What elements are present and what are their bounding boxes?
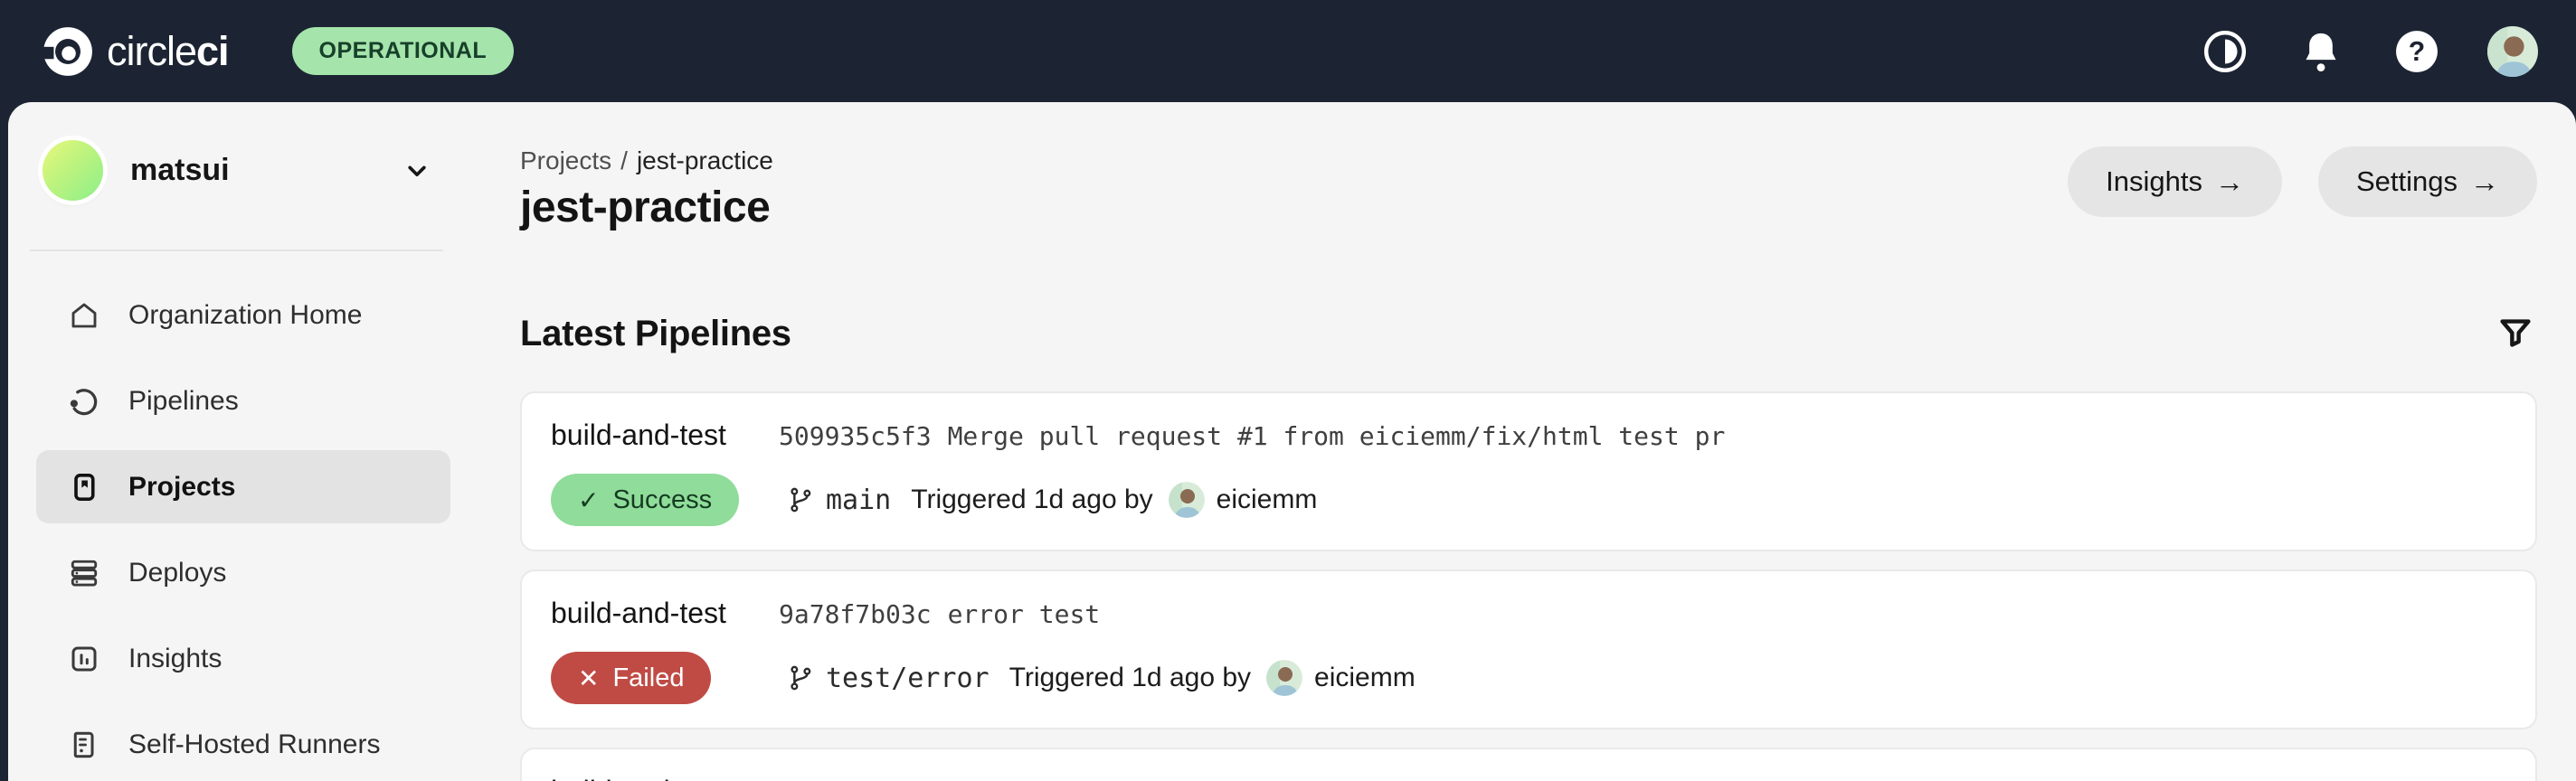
pipeline-card[interactable]: build-and-test 509935c5f3 Merge pull requ… — [520, 391, 2537, 551]
project-header: Projects / jest-practice jest-practice I… — [520, 146, 2537, 232]
breadcrumb-current: jest-practice — [636, 146, 773, 174]
sidebar-item-pipelines[interactable]: Pipelines — [36, 364, 450, 438]
circleci-logo-icon — [42, 26, 92, 76]
pipeline-card[interactable]: build-and-test 9a78f7b03c error test ✕ Fa… — [520, 569, 2537, 729]
breadcrumb-projects-link[interactable]: Projects — [520, 146, 612, 174]
org-avatar — [43, 140, 103, 201]
triggered-text: Triggered 1d ago by — [1009, 663, 1252, 692]
commit-info: 509935c5f3 Merge pull request #1 from eic… — [779, 421, 1725, 451]
user-avatar[interactable] — [2487, 25, 2538, 77]
branch-name[interactable]: test/error — [826, 662, 990, 694]
actor-name: eiciemm — [1314, 663, 1416, 692]
home-icon — [67, 298, 101, 333]
sidebar-item-projects[interactable]: Projects — [36, 450, 450, 523]
deploys-icon — [67, 556, 101, 590]
sidebar: matsui Organization Home Pip — [8, 102, 465, 781]
sidebar-divider — [30, 249, 443, 251]
commit-message: error test — [947, 599, 1101, 629]
page-title: jest-practice — [520, 183, 771, 231]
circleci-logo[interactable]: circleci — [42, 25, 230, 78]
navbar-actions: ? — [2200, 25, 2538, 77]
svg-text:?: ? — [2409, 36, 2425, 66]
sidebar-nav: Organization Home Pipelines — [8, 278, 465, 781]
help-icon[interactable]: ? — [2391, 26, 2442, 77]
status-badge-success[interactable]: ✓ Success — [551, 474, 740, 526]
actor-avatar — [1266, 660, 1303, 696]
org-name: matsui — [130, 153, 230, 187]
check-icon: ✓ — [578, 485, 600, 514]
actor-name: eiciemm — [1216, 485, 1318, 514]
projects-icon — [67, 470, 101, 504]
triggered-text: Triggered 1d ago by — [911, 485, 1153, 514]
status-badge[interactable]: OPERATIONAL — [291, 27, 515, 75]
project-header-text: Projects / jest-practice jest-practice — [520, 146, 773, 232]
runners-icon — [67, 728, 101, 762]
chevron-down-icon — [408, 165, 426, 176]
pipeline-card[interactable]: build-and-test 02bb86d43ftest ✓ Success — [520, 748, 2537, 781]
git-branch-icon — [786, 485, 815, 514]
commit-info: 9a78f7b03c error test — [779, 599, 1100, 629]
commit-hash[interactable]: 509935c5f3 — [779, 421, 932, 451]
commit-hash[interactable]: 9a78f7b03c — [779, 599, 932, 629]
top-navbar: circleci OPERATIONAL ? — [0, 0, 2576, 102]
latest-pipelines-header: Latest Pipelines — [520, 312, 2537, 355]
sidebar-item-self-hosted-runners[interactable]: Self-Hosted Runners — [36, 708, 450, 781]
workflow-name[interactable]: build-and-test — [551, 775, 779, 781]
theme-toggle-icon[interactable] — [2200, 26, 2250, 77]
breadcrumb-separator: / — [620, 146, 628, 174]
workflow-name[interactable]: build-and-test — [551, 597, 726, 629]
arrow-right-icon: → — [2470, 165, 2499, 198]
sidebar-item-organization-home[interactable]: Organization Home — [36, 278, 450, 352]
breadcrumb: Projects / jest-practice — [520, 146, 773, 175]
commit-message: Merge pull request #1 from eiciemm/fix/h… — [947, 421, 1726, 451]
notifications-icon[interactable] — [2296, 26, 2346, 77]
sidebar-item-insights[interactable]: Insights — [36, 622, 450, 695]
org-switcher[interactable]: matsui — [8, 140, 465, 201]
commit-info: 02bb86d43f test — [779, 777, 1009, 781]
x-icon: ✕ — [578, 663, 600, 692]
commit-message: test — [948, 777, 1009, 781]
main-content: Projects / jest-practice jest-practice I… — [465, 102, 2576, 781]
content-panel: matsui Organization Home Pip — [8, 102, 2576, 781]
sidebar-item-deploys[interactable]: Deploys — [36, 536, 450, 609]
actor-avatar — [1168, 482, 1205, 518]
circleci-wordmark: circleci — [107, 27, 230, 74]
branch-name[interactable]: main — [826, 484, 892, 516]
pipelines-icon — [67, 384, 101, 419]
insights-icon — [67, 642, 101, 676]
filter-icon[interactable] — [2494, 312, 2537, 355]
header-actions: Insights → Settings → — [2068, 146, 2537, 217]
insights-button[interactable]: Insights → — [2068, 146, 2282, 217]
commit-hash[interactable]: 02bb86d43f — [779, 777, 932, 781]
section-heading: Latest Pipelines — [520, 313, 791, 353]
arrow-right-icon: → — [2214, 165, 2244, 198]
workflow-name[interactable]: build-and-test — [551, 419, 726, 451]
pipeline-list: build-and-test 509935c5f3 Merge pull requ… — [520, 391, 2537, 781]
status-badge-failed[interactable]: ✕ Failed — [551, 652, 712, 704]
git-branch-icon — [786, 663, 815, 692]
settings-button[interactable]: Settings → — [2317, 146, 2537, 217]
